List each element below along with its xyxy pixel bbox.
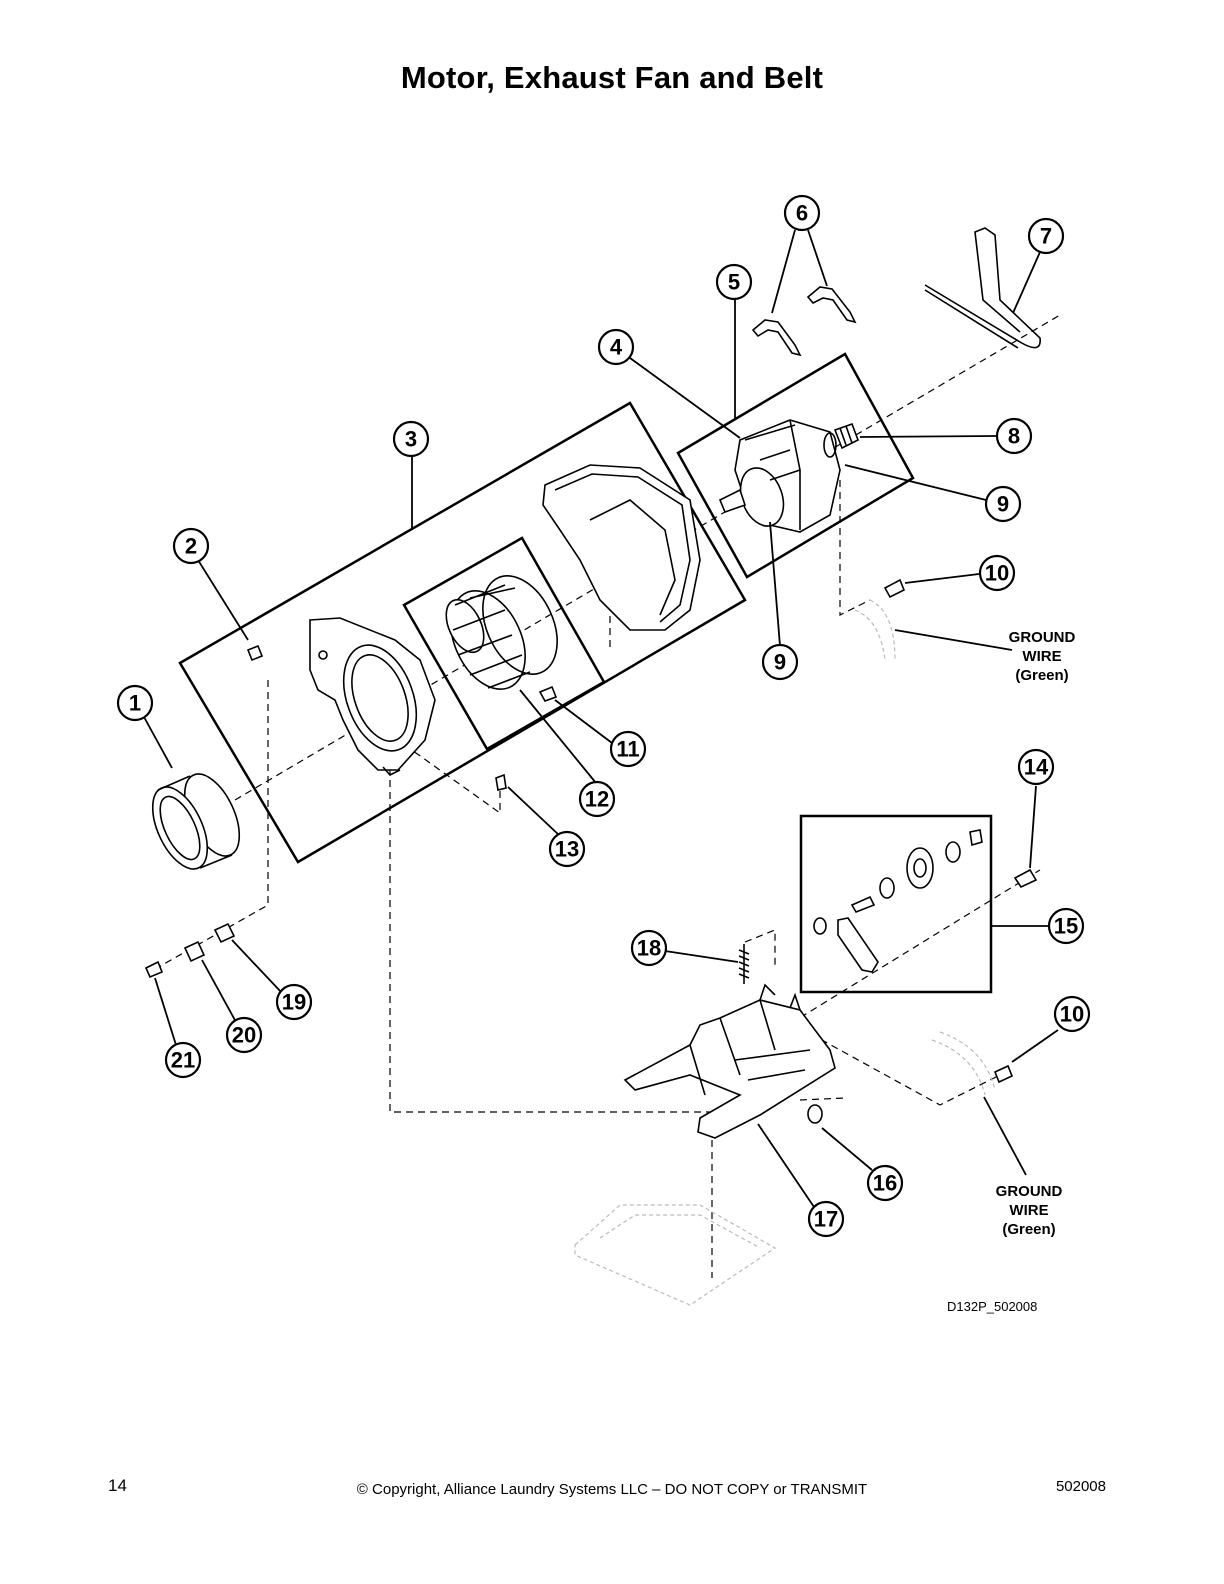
svg-text:GROUND: GROUND — [996, 1183, 1063, 1200]
callout-12: 12 — [578, 780, 616, 818]
callout-10-upper: 10 — [978, 554, 1016, 592]
svg-text:7: 7 — [1040, 224, 1052, 249]
part-18-spring — [738, 944, 750, 984]
fan-wheel-group-frame — [402, 536, 606, 751]
callout-18: 18 — [630, 929, 668, 967]
svg-text:19: 19 — [282, 990, 306, 1015]
svg-text:(Green): (Green) — [1015, 667, 1068, 684]
svg-text:8: 8 — [1008, 424, 1020, 449]
part-19-clip — [213, 922, 236, 944]
svg-text:WIRE: WIRE — [1022, 648, 1061, 665]
part-7-belt — [924, 227, 1041, 349]
callout-1: 1 — [116, 684, 154, 722]
callout-13: 13 — [548, 830, 586, 868]
note-ground-wire-upper: GROUND WIRE (Green) — [1009, 629, 1076, 684]
callout-15: 15 — [1047, 907, 1085, 945]
part-10-ground-screw-upper — [854, 578, 906, 661]
callout-7: 7 — [1027, 217, 1065, 255]
part-8-motor-pulley — [833, 422, 860, 450]
svg-text:1: 1 — [129, 691, 141, 716]
drawing-id: D132P_502008 — [947, 1299, 1037, 1314]
svg-text:10: 10 — [985, 561, 1009, 586]
callout-5: 5 — [715, 263, 753, 301]
svg-text:17: 17 — [814, 1207, 838, 1232]
page-title: Motor, Exhaust Fan and Belt — [400, 60, 824, 95]
cabinet-base-ghost — [574, 1204, 777, 1306]
svg-text:21: 21 — [171, 1048, 195, 1073]
callout-8: 8 — [995, 417, 1033, 455]
svg-text:3: 3 — [405, 427, 417, 452]
callout-10-lower: 10 — [1053, 995, 1091, 1033]
part-17-motor-mount-bracket — [623, 983, 836, 1139]
callout-6: 6 — [783, 194, 821, 232]
callout-3: 3 — [392, 420, 430, 458]
part-11-screw — [538, 685, 558, 702]
svg-text:16: 16 — [873, 1171, 897, 1196]
callout-21: 21 — [164, 1041, 202, 1079]
callout-19: 19 — [275, 983, 313, 1021]
callout-20: 20 — [225, 1016, 263, 1054]
callout-9-upper: 9 — [984, 485, 1022, 523]
motor-group-frame — [676, 352, 915, 579]
part-16-washer — [807, 1104, 823, 1124]
leader-lines — [143, 229, 1059, 1208]
document-number: 502008 — [1055, 1478, 1106, 1495]
callout-16: 16 — [866, 1164, 904, 1202]
svg-text:9: 9 — [997, 492, 1009, 517]
callout-17: 17 — [807, 1200, 845, 1238]
svg-text:13: 13 — [555, 837, 579, 862]
part-3-blower-housing-plate — [309, 617, 436, 776]
part-3-blower-housing-shell — [542, 464, 701, 631]
callout-2: 2 — [172, 527, 210, 565]
part-1-ring — [151, 773, 241, 870]
svg-text:14: 14 — [1024, 755, 1049, 780]
svg-text:4: 4 — [610, 335, 623, 360]
callout-9-lower: 9 — [761, 643, 799, 681]
svg-text:5: 5 — [728, 270, 740, 295]
svg-text:2: 2 — [185, 534, 197, 559]
page-number: 14 — [108, 1476, 127, 1495]
callout-4: 4 — [597, 328, 635, 366]
svg-text:(Green): (Green) — [1002, 1221, 1055, 1238]
callout-14: 14 — [1017, 748, 1055, 786]
svg-text:6: 6 — [796, 201, 808, 226]
part-15-idler-assembly — [813, 829, 983, 973]
housing-group-frame — [178, 401, 747, 864]
svg-text:15: 15 — [1054, 914, 1078, 939]
svg-text:11: 11 — [616, 737, 639, 762]
svg-text:WIRE: WIRE — [1009, 1202, 1048, 1219]
note-ground-wire-lower: GROUND WIRE (Green) — [996, 1183, 1063, 1238]
part-14-screw — [1013, 868, 1038, 889]
part-10-ground-screw-lower — [931, 1031, 1014, 1096]
idler-group-frame — [799, 814, 993, 994]
part-20-nut — [183, 940, 206, 963]
part-21-screw — [144, 960, 164, 979]
svg-text:18: 18 — [637, 936, 661, 961]
svg-text:20: 20 — [232, 1023, 256, 1048]
part-4-motor — [718, 419, 841, 533]
part-13-screw — [495, 773, 507, 791]
callout-11: 11 — [609, 730, 647, 768]
part-12-fan-wheel — [445, 575, 558, 690]
svg-text:GROUND: GROUND — [1009, 629, 1076, 646]
svg-text:12: 12 — [585, 787, 609, 812]
svg-text:10: 10 — [1060, 1002, 1084, 1027]
svg-text:9: 9 — [774, 650, 786, 675]
copyright-notice: © Copyright, Alliance Laundry Systems LL… — [356, 1481, 868, 1498]
part-2-screw — [246, 644, 264, 662]
part-6-motor-clamps — [751, 286, 857, 357]
